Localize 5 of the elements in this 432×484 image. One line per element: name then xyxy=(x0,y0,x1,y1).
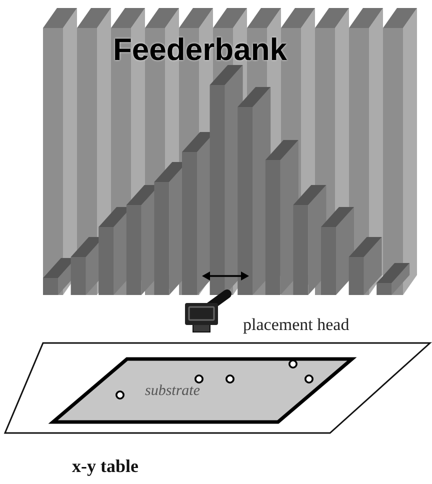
table-label: x-y table xyxy=(72,456,138,477)
substrate-plate xyxy=(51,357,354,424)
substrate-label: substrate xyxy=(145,383,200,400)
placement-head-label: placement head xyxy=(243,315,350,335)
feeder-bank-title: Feederbank xyxy=(113,32,288,68)
